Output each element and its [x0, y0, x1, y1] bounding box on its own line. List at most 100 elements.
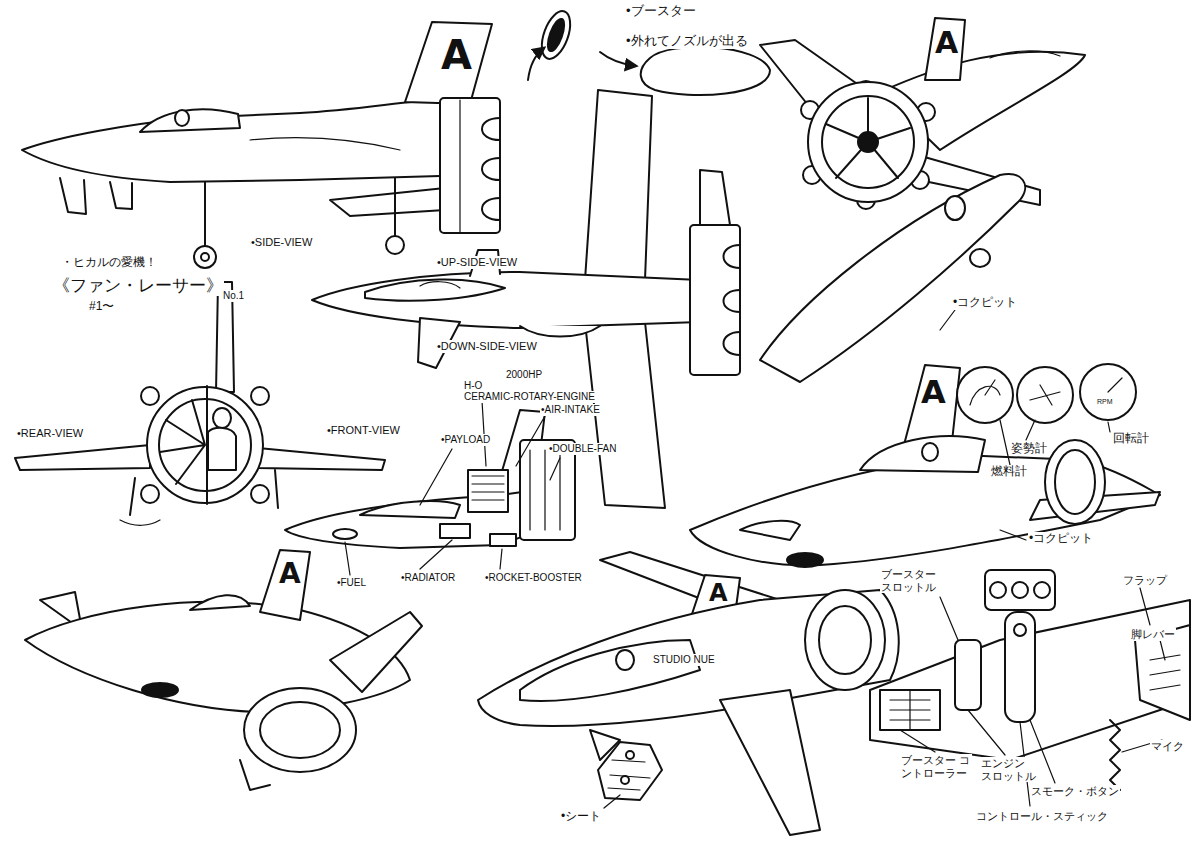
line-art: [1108, 422, 1110, 432]
line-art: [922, 443, 938, 461]
callout-label: 脚レバー: [1130, 628, 1176, 641]
callout-label: 回転計: [1112, 432, 1150, 446]
line-art: [805, 590, 885, 690]
callout-label: エンジン スロットル: [980, 757, 1038, 782]
view-label: •REAR-VIEW: [16, 427, 84, 440]
line-art: [250, 138, 400, 150]
line-art: [201, 253, 209, 261]
callout-label: •DOUBLE-FAN: [548, 443, 617, 455]
line-art: [970, 249, 990, 267]
line-art: [787, 553, 823, 567]
view-label: •DOWN-SIDE-VIEW: [436, 340, 538, 353]
line-art: [459, 100, 460, 232]
number-label: No.1: [222, 290, 245, 302]
signature: STUDIO NUE: [652, 654, 716, 666]
callout-label: 姿勢計: [1010, 442, 1048, 456]
line-art: [110, 182, 132, 209]
callout-label: •PAYLOAD: [440, 434, 491, 446]
line-art: [600, 52, 636, 66]
view-label: •FRONT-VIEW: [326, 424, 401, 437]
callout-label: フラップ: [1122, 574, 1168, 587]
line-art: [1080, 364, 1136, 420]
line-art: [598, 742, 662, 800]
line-art: [720, 690, 820, 835]
title-label: 《ファン・レーサー》: [52, 276, 224, 296]
callout-label: ブースター コントローラー: [900, 754, 972, 779]
cutaway-view: [285, 401, 575, 575]
callout-label: •FUEL: [336, 577, 367, 589]
callout-label: •ブースター: [625, 4, 697, 19]
line-art: [604, 795, 620, 808]
line-art: [990, 582, 1006, 598]
callout-label: •コクピット: [1028, 532, 1094, 546]
line-art: [520, 440, 575, 540]
line-art: [516, 416, 545, 466]
line-art: [490, 534, 516, 546]
line-art: [330, 188, 445, 216]
line-art: [740, 521, 800, 540]
line-art: [204, 180, 206, 246]
line-art: [258, 448, 385, 470]
line-art: [275, 470, 278, 508]
tail-marking: A: [278, 558, 302, 590]
line-art: [213, 408, 231, 428]
line-art: [808, 82, 928, 202]
line-art: [819, 606, 871, 674]
line-art: [194, 246, 216, 268]
line-art: [530, 450, 560, 530]
line-art: [1030, 385, 1060, 405]
line-art: [190, 595, 250, 610]
line-art: [440, 524, 470, 538]
line-art: [1045, 440, 1105, 524]
line-art: [880, 690, 940, 730]
side-view: [22, 22, 500, 268]
line-art: [440, 98, 500, 233]
line-art: [365, 279, 505, 300]
line-art: [608, 760, 650, 790]
line-art: [860, 436, 985, 472]
cockpit-interior: [604, 570, 1190, 808]
line-art: [208, 428, 236, 470]
line-art: [1055, 450, 1095, 514]
line-art: [141, 485, 159, 503]
line-art: [945, 196, 965, 220]
line-art: [1012, 582, 1028, 598]
line-art: [1160, 640, 1165, 660]
line-art: [536, 7, 576, 62]
callout-label: •コクピット: [952, 296, 1018, 310]
line-art: [690, 225, 740, 375]
line-art: [260, 702, 340, 758]
callout-label: コントロール・スティック: [975, 810, 1109, 823]
line-art: [870, 600, 1190, 760]
line-art: [550, 458, 560, 480]
tail-marking: A: [920, 374, 947, 411]
line-art: [520, 640, 700, 701]
seat-detail: [598, 742, 662, 800]
line-art: [925, 18, 965, 80]
line-art: [60, 178, 86, 214]
line-art: [141, 387, 159, 405]
line-art: [1000, 530, 1026, 540]
line-art: [822, 96, 914, 188]
line-art: [1140, 588, 1150, 625]
line-art: [159, 399, 251, 491]
line-art: [641, 47, 770, 95]
line-art: [386, 236, 404, 254]
line-art: [1017, 367, 1073, 423]
line-art: [968, 710, 1005, 755]
line-art: [420, 282, 460, 288]
cockpit-top-view: [478, 552, 899, 835]
line-art: [244, 688, 356, 772]
line-art: [120, 520, 160, 525]
view-label: •SIDE-VIEW: [250, 236, 313, 249]
line-art: [520, 326, 600, 337]
line-art: [130, 478, 135, 515]
line-art: [621, 776, 629, 784]
line-art: [405, 22, 492, 104]
line-art: [1034, 582, 1050, 598]
line-art: [700, 170, 730, 225]
rear-quarter-view: [25, 550, 422, 790]
line-art: [1026, 420, 1035, 440]
line-art: [1005, 612, 1035, 722]
